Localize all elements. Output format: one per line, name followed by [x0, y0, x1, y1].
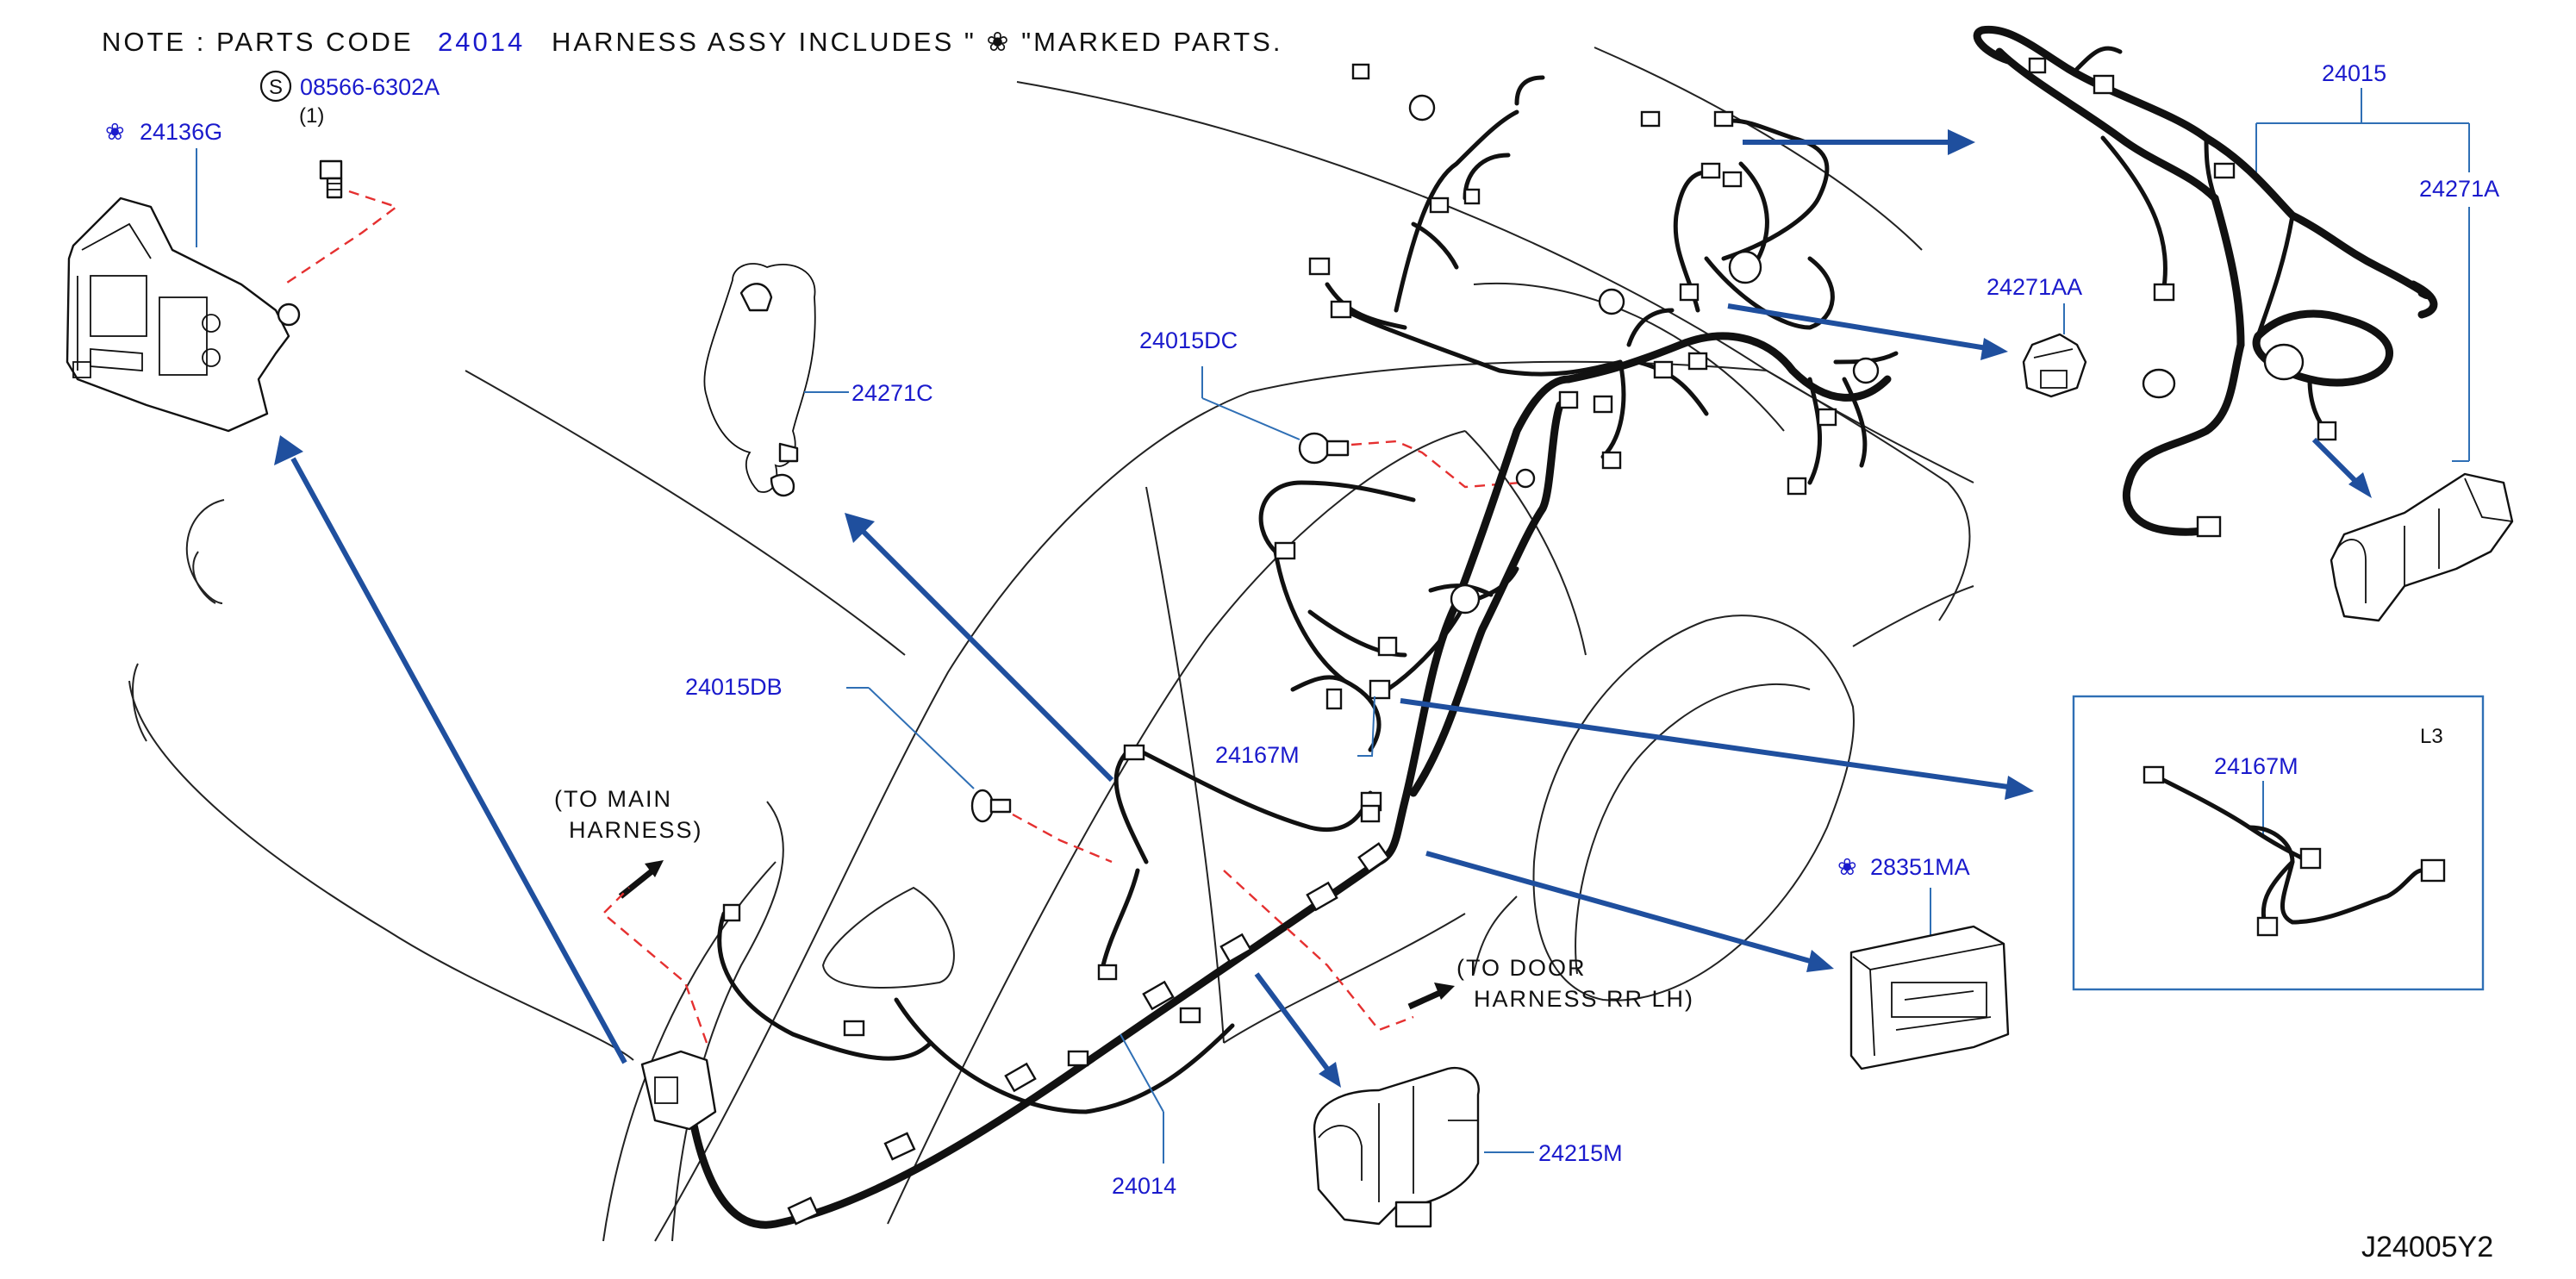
- note-prefix: NOTE : PARTS CODE: [102, 27, 414, 57]
- part-24014-label[interactable]: 24014: [1112, 1173, 1176, 1199]
- grommet-24215M: [1313, 1066, 1480, 1228]
- marked-part-icon-28351MA: ❀: [1837, 854, 1857, 880]
- part-24167M[interactable]: 24167M: [1215, 742, 1300, 768]
- bolt-icon: [319, 159, 343, 199]
- callout-arrows: [274, 129, 2372, 1088]
- note-code[interactable]: 24014: [438, 27, 525, 57]
- bolt-icon-24015DB: [970, 789, 1012, 823]
- connector-icon: [722, 63, 1837, 1067]
- harness-24014: [681, 75, 1899, 1229]
- standard-part-icon: S: [259, 70, 292, 103]
- marked-part-icon: ❀: [105, 119, 125, 145]
- detail-frame: [2072, 695, 2485, 991]
- to-door-harness-line1: (TO DOOR: [1456, 955, 1587, 981]
- harness-24167M-detail: [2143, 765, 2446, 937]
- part-24015DB[interactable]: 24015DB: [685, 674, 783, 700]
- detail-label: L3: [2420, 725, 2443, 748]
- part-24136G[interactable]: 24136G: [140, 119, 222, 145]
- harness-24015-connectors: [2028, 57, 2337, 538]
- part-08566-6302A[interactable]: 08566-6302A: [300, 74, 440, 100]
- to-main-harness-line2: HARNESS): [569, 817, 703, 843]
- part-24271C[interactable]: 24271C: [851, 380, 933, 406]
- part-24167M-detail[interactable]: 24167M: [2214, 753, 2298, 779]
- direction-arrow-icon-door: [1407, 983, 1455, 1010]
- module-28351MA: [1849, 925, 2010, 1070]
- part-24271A[interactable]: 24271A: [2419, 176, 2499, 202]
- part-24215M[interactable]: 24215M: [1538, 1140, 1623, 1166]
- svg-text:S: S: [269, 76, 283, 99]
- clip-icon: [1298, 432, 1350, 465]
- note-suffix: HARNESS ASSY INCLUDES " ❀ "MARKED PARTS.: [552, 27, 1282, 57]
- grommet-lower-left: [640, 1050, 717, 1131]
- clip-24271AA: [2022, 333, 2087, 398]
- to-main-harness-line1: (TO MAIN: [554, 786, 672, 812]
- harness-clips: [787, 94, 1880, 1226]
- part-24271AA[interactable]: 24271AA: [1987, 274, 2082, 300]
- part-08566-6302A-qty: (1): [299, 104, 324, 128]
- direction-arrow-icon: [618, 860, 664, 899]
- part-24015[interactable]: 24015: [2322, 60, 2386, 86]
- part-28351MA[interactable]: 28351MA: [1870, 854, 1970, 880]
- diagram-reference: J24005Y2: [2361, 1231, 2493, 1263]
- protector-24271C: [703, 263, 816, 497]
- car-body-outline: [128, 47, 1974, 1242]
- protector-24271A: [2330, 472, 2514, 622]
- relay-bracket: [65, 197, 301, 433]
- to-door-harness-line2: HARNESS RR LH): [1474, 986, 1694, 1012]
- part-24015DC[interactable]: 24015DC: [1139, 328, 1238, 353]
